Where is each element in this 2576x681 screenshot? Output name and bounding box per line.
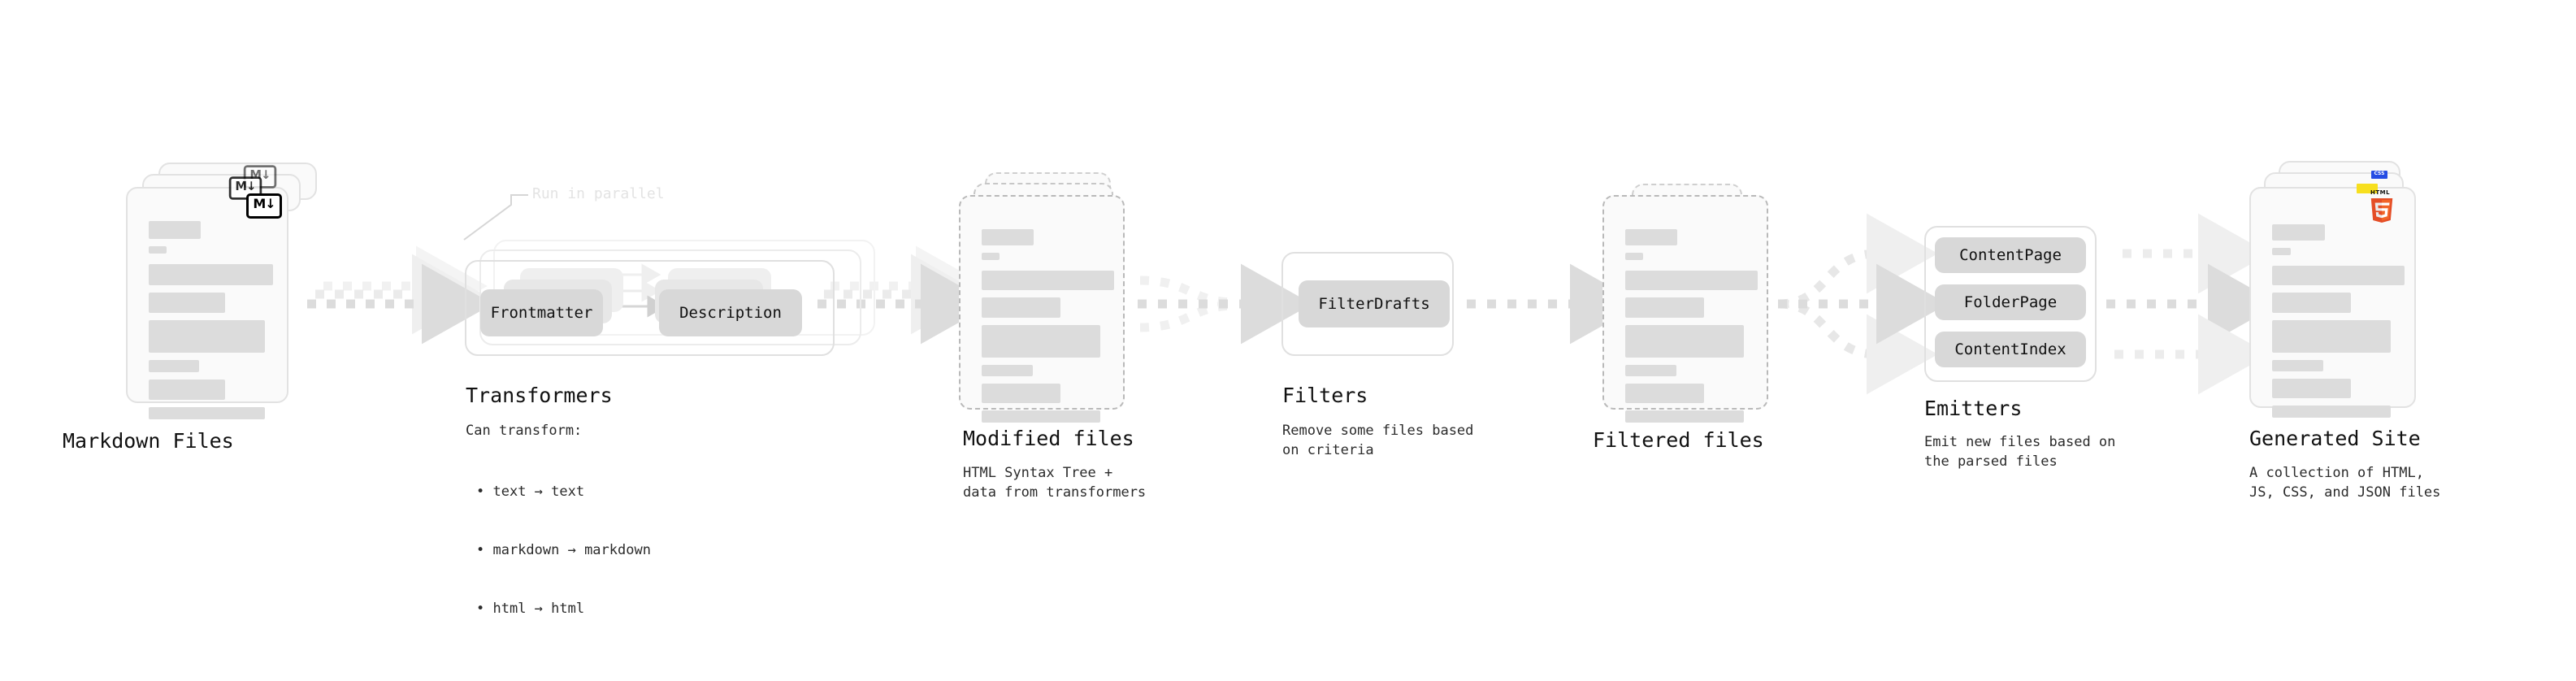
markdown-badge: M↓ [246, 193, 282, 219]
bullet-dot: • [476, 542, 493, 558]
bullet-dot: • [476, 484, 493, 500]
caption-title-transformers: Transformers [466, 384, 613, 407]
markdown-doc-content [149, 221, 273, 427]
transformers-bullet-0-label: text → text [492, 484, 585, 500]
caption-sub-transformers: Can transform: [466, 423, 583, 439]
transformers-box-front [465, 260, 835, 356]
css-badge: CSS [2371, 171, 2387, 179]
filtered-doc-content [1625, 229, 1758, 430]
transformers-bullet-1: • markdown → markdown [476, 521, 651, 560]
stage-generated-site: CSS HTML [2249, 161, 2452, 429]
filter-chip-filterdrafts[interactable]: FilterDrafts [1299, 280, 1450, 327]
run-in-parallel-label: Run in parallel [532, 185, 665, 202]
generated-doc-front-html [2249, 187, 2416, 418]
transformers-bullet-2: • html → html [476, 579, 651, 618]
caption-title-filtered-files: Filtered files [1593, 428, 1764, 452]
stage-markdown-files: M↓ M↓ M↓ [126, 163, 321, 419]
modified-doc-front [959, 195, 1125, 423]
connector-modified-to-filters [1138, 263, 1312, 345]
emitter-chip-contentpage[interactable]: ContentPage [1935, 237, 2086, 273]
filtered-doc-front [1602, 195, 1768, 423]
js-badge [2357, 184, 2378, 193]
filters-box [1281, 252, 1454, 356]
stage-modified-files [959, 172, 1154, 432]
html5-badge: HTML [2370, 189, 2394, 224]
caption-title-markdown-files: Markdown Files [63, 429, 234, 453]
modified-doc-stack [959, 172, 1154, 432]
bullet-dot: • [476, 601, 493, 617]
emitter-chip-contentindex[interactable]: ContentIndex [1935, 332, 2086, 367]
filtered-doc-stack [1602, 184, 1798, 444]
connector-md-to-transformers [307, 245, 493, 345]
transformer-chip-frontmatter[interactable]: Frontmatter [480, 289, 603, 336]
transformers-bullet-0: • text → text [476, 462, 651, 501]
markdown-doc-stack: M↓ M↓ M↓ [126, 163, 321, 419]
generated-doc-stack: CSS HTML [2249, 161, 2452, 429]
modified-doc-content [982, 229, 1114, 430]
emitter-chip-folderpage[interactable]: FolderPage [1935, 284, 2086, 320]
caption-title-filters: Filters [1282, 384, 1368, 407]
transformers-bullet-1-label: markdown → markdown [492, 542, 651, 558]
transformers-bullet-list: • text → text • markdown → markdown • ht… [476, 443, 651, 638]
caption-title-generated-site: Generated Site [2249, 427, 2421, 450]
stage-filtered-files [1602, 184, 1798, 444]
caption-title-emitters: Emitters [1924, 397, 2023, 420]
run-in-parallel-leader [463, 194, 528, 241]
generated-doc-content [2272, 224, 2405, 425]
caption-sub-emitters: Emit new files based on the parsed files [1924, 434, 2116, 470]
connector-emitters-to-site [2106, 213, 2279, 395]
css-badge-label: CSS [2374, 171, 2385, 176]
html5-shield-icon [2370, 198, 2393, 223]
caption-sub-generated-site: A collection of HTML, JS, CSS, and JSON … [2249, 465, 2441, 501]
caption-title-modified-files: Modified files [963, 427, 1134, 450]
emitters-box [1924, 226, 2097, 382]
caption-sub-filters: Remove some files based on criteria [1282, 423, 1474, 458]
markdown-doc-front [126, 187, 288, 419]
caption-sub-modified-files: HTML Syntax Tree + data from transformer… [963, 465, 1147, 501]
transformer-chip-description[interactable]: Description [659, 289, 802, 336]
html5-badge-label: HTML [2370, 189, 2391, 196]
transformers-bullet-2-label: html → html [492, 601, 585, 617]
